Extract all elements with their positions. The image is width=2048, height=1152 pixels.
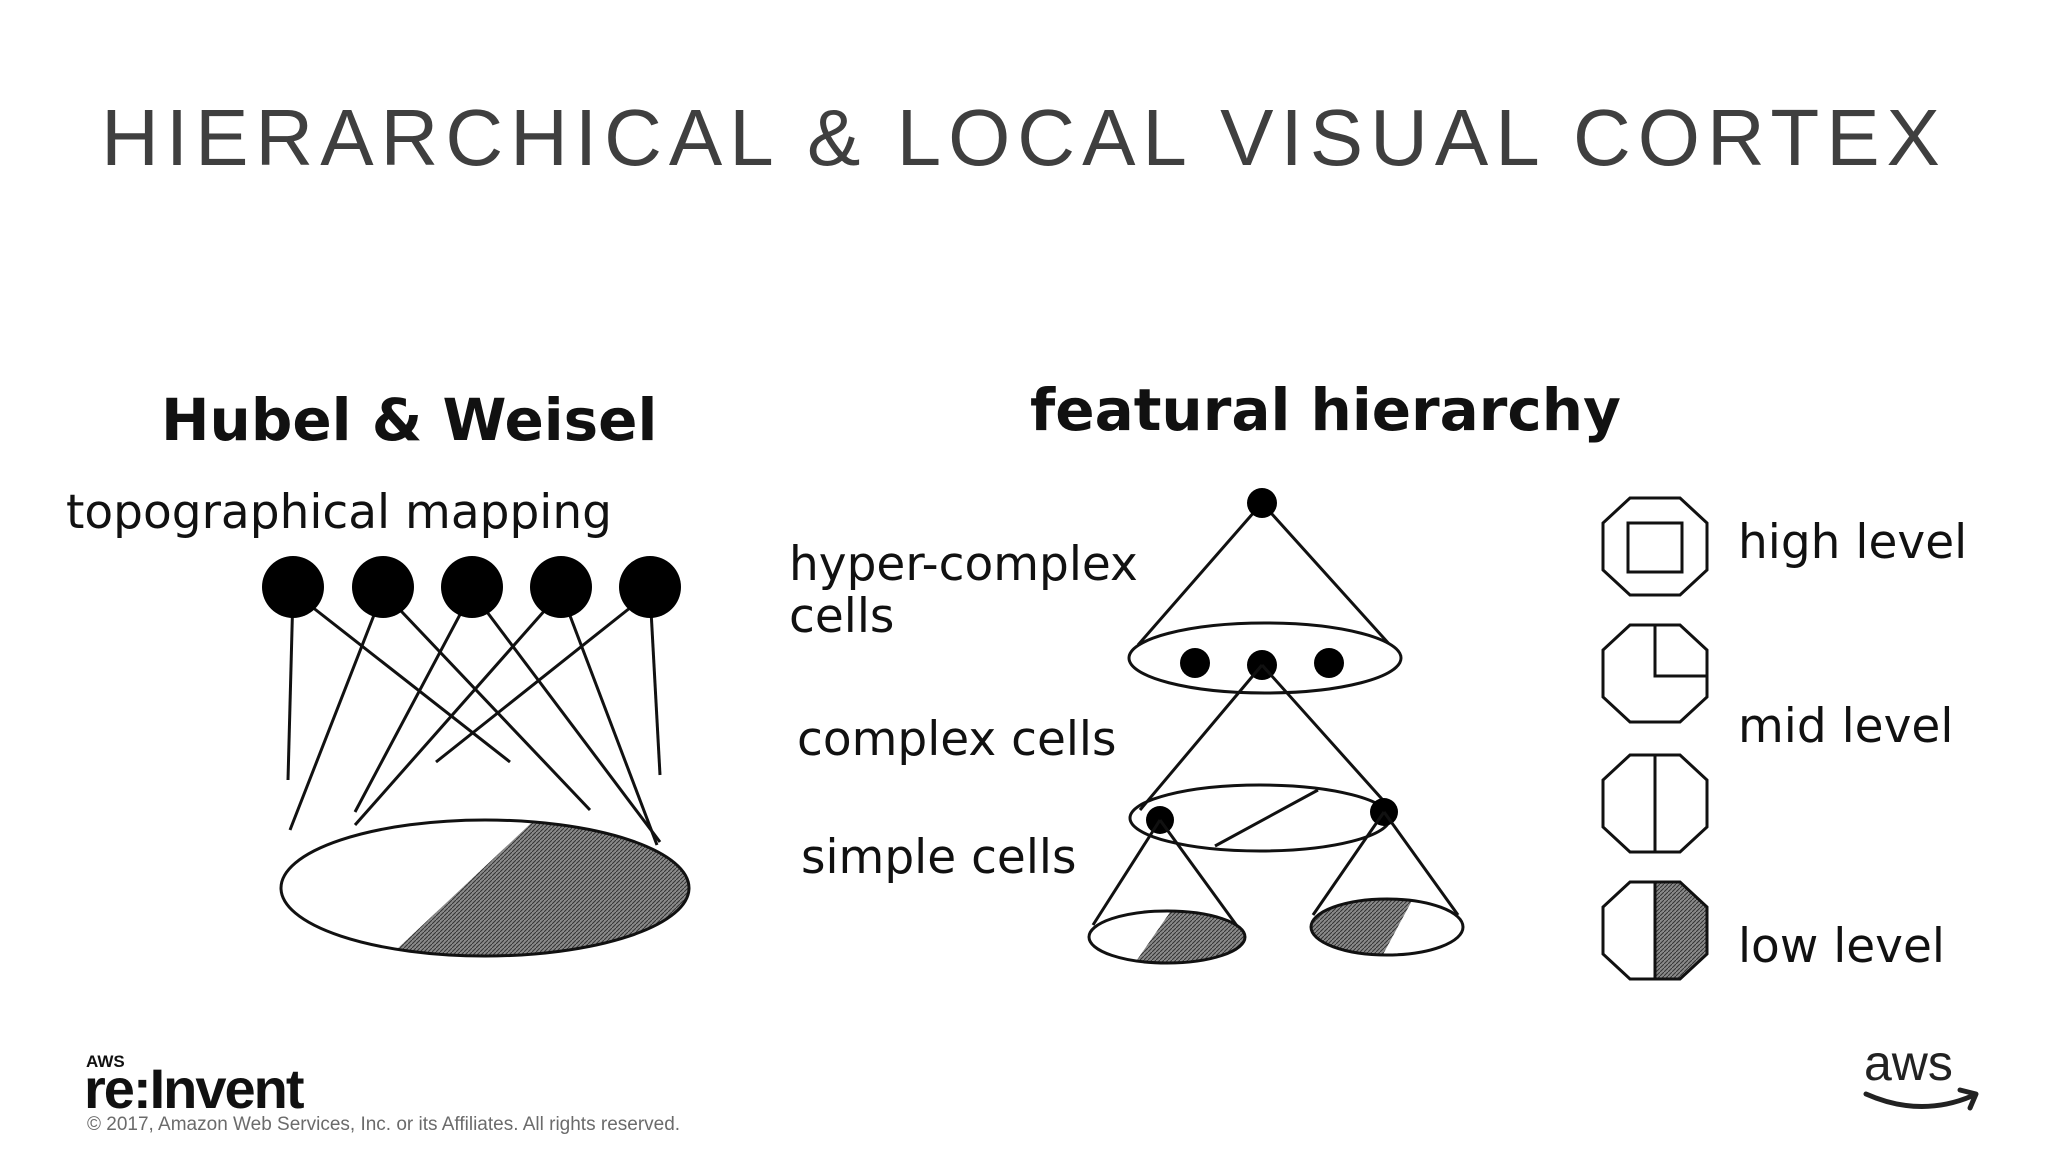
aws-logo-text: aws xyxy=(1864,1036,1953,1091)
low-level-icon xyxy=(1601,880,1709,981)
featural-hierarchy-heading: featural hierarchy xyxy=(1030,376,1621,444)
high-level-label: high level xyxy=(1738,515,1967,570)
featural-hierarchy-panel: featural hierarchy hyper-complex cells c… xyxy=(789,376,1621,965)
simple-cone-left xyxy=(1087,819,1247,965)
simple-cells-label: simple cells xyxy=(801,830,1076,885)
aws-smile-icon xyxy=(1863,1091,1975,1109)
simple-cone-right xyxy=(1309,811,1465,957)
cell-node xyxy=(262,556,324,618)
complex-cells-label: complex cells xyxy=(797,712,1116,767)
mid-level-quadrant-icon xyxy=(1601,623,1709,724)
topographic-cells xyxy=(262,556,681,618)
low-level-label: low level xyxy=(1738,919,1945,974)
cell-node xyxy=(441,556,503,618)
hyper-complex-label: hyper-complex xyxy=(789,537,1138,592)
topographic-connections xyxy=(286,590,662,846)
cell-node xyxy=(352,556,414,618)
reinvent-logo-text: re:Invent xyxy=(84,1057,304,1112)
cell-node xyxy=(530,556,592,618)
topographical-mapping-label: topographical mapping xyxy=(66,485,612,540)
hyper-complex-label-cells: cells xyxy=(789,589,894,644)
hubel-weisel-panel: Hubel & Weisel topographical mapping xyxy=(66,386,691,958)
reinvent-logo: AWS re:Invent xyxy=(84,1052,306,1112)
high-level-icon xyxy=(1601,496,1709,597)
aws-logo: aws xyxy=(1863,1036,1979,1111)
receptive-field xyxy=(279,818,691,958)
copyright-notice: © 2017, Amazon Web Services, Inc. or its… xyxy=(87,1114,681,1135)
mid-level-split-icon xyxy=(1601,753,1709,854)
mid-level-label: mid level xyxy=(1738,699,1953,754)
cell-node xyxy=(619,556,681,618)
level-legend: high level mid level low level xyxy=(1601,496,1967,981)
hyper-complex-node xyxy=(1247,488,1277,518)
reinvent-logo-aws: AWS xyxy=(86,1052,125,1071)
slide-title: HIERARCHICAL & LOCAL VISUAL CORTEX xyxy=(101,93,1947,182)
complex-cone xyxy=(1128,663,1392,853)
hubel-weisel-heading: Hubel & Weisel xyxy=(161,386,657,454)
